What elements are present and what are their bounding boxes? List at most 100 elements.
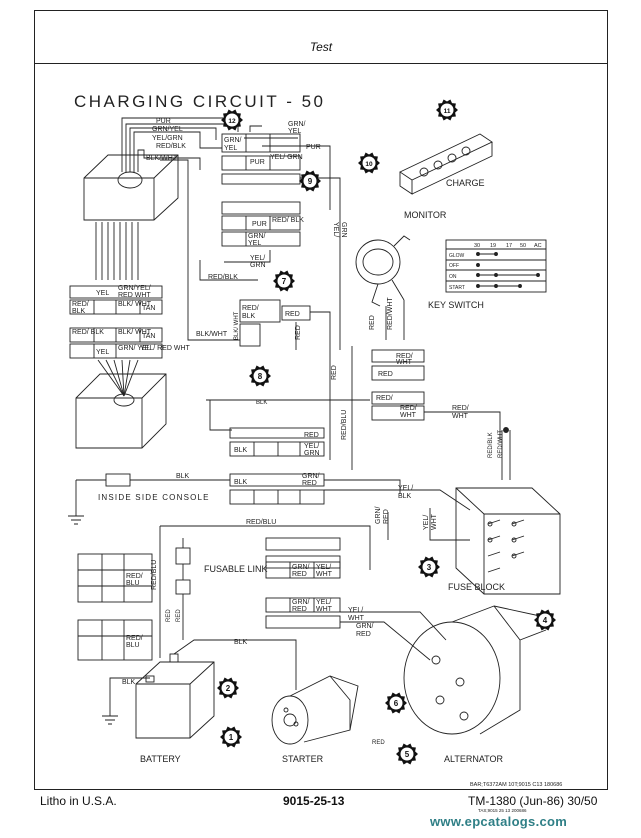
conn-label: WHT — [396, 359, 413, 366]
callout-12: 12 — [221, 109, 243, 131]
wire-label: BLK — [122, 679, 136, 686]
conn-label: GRN/ — [302, 473, 320, 480]
wire-label-red-blk-mid: RED/BLK — [208, 274, 238, 281]
conn-label: TAN — [142, 333, 155, 340]
conn-label: GRN/ — [292, 564, 310, 571]
wire-label-yel-grn: YEL/GRN — [152, 135, 183, 142]
conn-label: RED — [302, 480, 317, 487]
lower-mid-connector-1 — [229, 427, 325, 457]
conn-label: RED/ — [376, 395, 393, 402]
fusable-link — [175, 538, 191, 640]
conn-label: YEL/ RED WHT — [140, 345, 191, 352]
wire-label: GRN/ — [356, 623, 374, 630]
wire-red-blu-horizontal — [160, 525, 371, 570]
wire-label: RED/ — [452, 405, 469, 412]
wire-label-pur-2: PUR — [306, 144, 321, 151]
callout-7: 7 — [273, 270, 295, 292]
wire-label-pur: PUR — [156, 118, 171, 125]
callout-number: 2 — [226, 684, 231, 693]
page-header-title: Test — [309, 40, 333, 54]
conn-label: YEL/ — [316, 564, 331, 571]
wire-label: RED/BLU — [341, 410, 348, 440]
label-key-switch: KEY SWITCH — [428, 300, 484, 310]
left-harness-wires-a — [95, 222, 139, 280]
upper-connector-2 — [221, 201, 301, 247]
wire-label: RED/WHT — [387, 297, 394, 330]
key-switch-connectors — [371, 349, 425, 421]
key-table-row: GLOW — [449, 253, 465, 259]
callout-number: 8 — [258, 372, 263, 381]
callout-3: 3 — [418, 556, 440, 578]
conn-label: RED/ — [72, 301, 89, 308]
wire-label: RED/BLU — [246, 519, 276, 526]
label-inside-side-console: INSIDE SIDE CONSOLE — [98, 493, 210, 502]
watermark: www.epcatalogs.com — [430, 814, 568, 829]
conn-label: RED/ BLK — [72, 329, 104, 336]
left-connector-a — [69, 285, 163, 315]
footer-right: TM-1380 (Jun-86) 30/50 — [468, 794, 598, 808]
wire-blk-wht — [160, 159, 240, 341]
callout-9: 9 — [299, 170, 321, 192]
wire-label: BLK — [176, 473, 190, 480]
conn-label: WHT — [316, 606, 333, 613]
conn-label: RED — [378, 371, 393, 378]
conn-label: TAN — [142, 305, 155, 312]
label-fuse-block: FUSE BLOCK — [448, 582, 505, 592]
wire-label: WHT — [431, 513, 438, 530]
conn-label: GRN/ YEL — [118, 345, 151, 352]
conn-label: RED — [292, 571, 307, 578]
footer-center: 9015-25-13 — [283, 794, 345, 808]
wire-blk-to-starter — [173, 639, 297, 690]
callout-number: 9 — [308, 177, 313, 186]
conn-label: BLK/ WHT — [118, 329, 152, 336]
conn-label: RED — [285, 311, 300, 318]
conn-label: YEL/ — [304, 443, 319, 450]
conn-label: YEL — [248, 240, 261, 247]
conn-label: RED/ BLK — [272, 217, 304, 224]
fuse-connector-1 — [265, 537, 341, 579]
wire-label: YEL/ — [348, 607, 363, 614]
figure-code: BAR;T6372AM 10T;9015 C13 180686 — [470, 782, 562, 788]
key-switch — [355, 235, 411, 340]
conn-label: RED/ — [126, 573, 143, 580]
conn-label: RED — [292, 606, 307, 613]
callout-number: 6 — [394, 699, 399, 708]
key-table-row: ON — [449, 274, 457, 280]
charge-monitor — [399, 133, 493, 195]
callout-number: 11 — [444, 108, 451, 115]
footer-left: Litho in U.S.A. — [40, 794, 117, 808]
label-fusable-link: FUSABLE LINK — [204, 564, 268, 574]
callout-6: 6 — [385, 692, 407, 714]
key-table-row: START — [449, 285, 465, 291]
conn-label: PUR — [250, 159, 265, 166]
callout-number: 1 — [229, 733, 234, 742]
conn-label: BLK/ WHT — [118, 301, 152, 308]
wire-label: RED — [166, 609, 172, 622]
wire-label: RED — [295, 325, 302, 340]
key-table-col: AC — [534, 243, 542, 249]
conn-label: RED/ — [242, 305, 259, 312]
conn-label: PUR — [252, 221, 267, 228]
wire-label-grn-yel: GRN/YEL — [152, 126, 183, 133]
wire-label: RED — [372, 740, 385, 746]
conn-label: YEL — [96, 290, 109, 297]
conn-label: RED/ — [400, 405, 417, 412]
callout-10: 10 — [358, 152, 380, 174]
page-frame — [34, 10, 608, 790]
wire-label-grn-top: GRN/ — [288, 121, 306, 128]
battery — [135, 653, 215, 739]
callout-4: 4 — [534, 609, 556, 631]
wire-label: WHT — [452, 413, 469, 420]
conn-label: GRN/YEL/ — [118, 285, 151, 292]
wire-label: BLK — [256, 400, 267, 406]
callout-number: 7 — [282, 277, 287, 286]
battery-ground — [102, 677, 150, 725]
key-switch-table — [445, 239, 547, 293]
header-rule — [34, 63, 608, 64]
conn-label: YEL/ GRN — [270, 154, 303, 161]
label-alternator: ALTERNATOR — [444, 754, 504, 764]
conn-label: RED WHT — [118, 292, 151, 299]
wire-yel-grn-vertical — [300, 177, 341, 350]
wire-label: YEL/ — [423, 515, 430, 530]
alternator — [403, 605, 547, 735]
